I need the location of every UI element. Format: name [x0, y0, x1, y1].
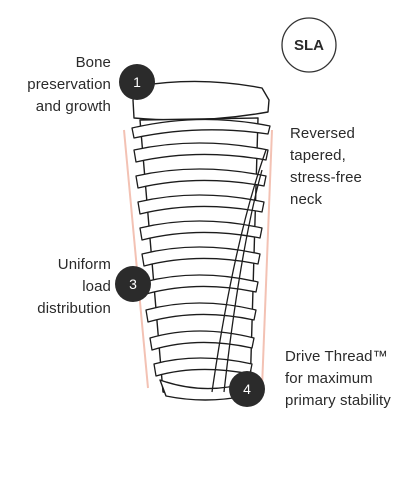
thread: [131, 118, 271, 139]
thread: [145, 302, 257, 323]
thread: [139, 220, 263, 241]
callout-badge-4-number: 4: [243, 381, 251, 397]
flute-line: [211, 149, 267, 393]
callout-1-label: Bone preservation and growth: [27, 54, 111, 115]
thread: [149, 330, 255, 351]
callout-badge-3: 3: [115, 266, 151, 302]
thread: [137, 194, 265, 215]
thread: [133, 142, 269, 163]
guide-lines: [123, 129, 273, 389]
callout-4-label: Drive Thread™ for maximum primary stabil…: [285, 348, 391, 409]
guide-line-left: [123, 129, 149, 389]
threads: [131, 118, 271, 377]
callout-badge-4: 4: [229, 371, 265, 407]
callout-badge-1-number: 1: [133, 74, 141, 90]
thread: [135, 168, 267, 189]
sla-badge-text: SLA: [294, 37, 324, 54]
thread: [141, 246, 261, 267]
sla-badge: SLA: [281, 17, 337, 73]
drive-thread-flute: [211, 149, 267, 393]
callout-badge-1: 1: [119, 64, 155, 100]
guide-line-right: [261, 129, 273, 389]
callout-badge-3-number: 3: [129, 276, 137, 292]
callout-3-label: Uniform load distribution: [37, 256, 111, 317]
flute-line: [223, 169, 263, 393]
thread: [143, 274, 259, 295]
callout-2-label: Reversed tapered, stress-free neck: [290, 125, 362, 208]
